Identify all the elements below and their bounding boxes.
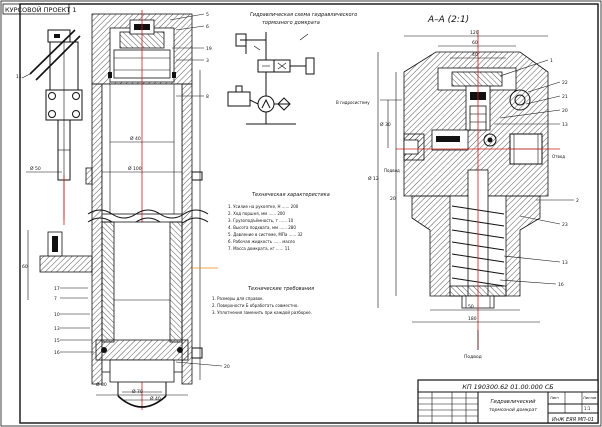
- tech-note-2: 3. Уплотнения заменить при каждой разбор…: [212, 310, 312, 315]
- callout-left-1: 5: [206, 12, 209, 18]
- tech-req-line-1: 2. Ход поршня, мм ...... 200: [228, 211, 285, 216]
- jack-assembly-view: Ø 40 Ø 100 Ø 70 Ø 50 Ø 40 Ø 80 60 11 5 6…: [16, 10, 230, 410]
- callout-left-11: 16: [54, 350, 60, 356]
- dim-right-7: 180: [468, 316, 477, 322]
- corner-stamp-text: КУРСОВОЙ ПРОЕКТ 1: [5, 5, 76, 14]
- tech-note-0: 1. Размеры для справок.: [212, 296, 264, 301]
- callout-left-12: 20: [224, 364, 230, 370]
- callout-left-4: 3: [206, 58, 209, 64]
- tech-req-line-6: 7. Масса домкрата, кг ...... 11: [228, 246, 290, 251]
- title-block-name-1: Гидравлический: [490, 399, 536, 405]
- dim-left-5: Ø 80: [96, 381, 107, 388]
- dim-left-1: Ø 100: [128, 165, 142, 172]
- corner-stamp: КУРСОВОЙ ПРОЕКТ 1: [2, 3, 76, 15]
- label-inlet: Подвод: [384, 168, 400, 173]
- scheme-subtitle: тормозного домкрата: [262, 20, 320, 26]
- callout-right-6: 23: [562, 222, 568, 228]
- title-block: КП 190300.62 01.00.000 СБ Гидравлический…: [417, 379, 599, 424]
- tech-req-line-0: 1. Усилие на рукоятке, Н ...... 200: [228, 204, 299, 209]
- label-outlet: Отвод: [552, 154, 565, 159]
- title-block-code: КП 190300.62 01.00.000 СБ: [462, 383, 554, 391]
- section-label: А–А (2:1): [427, 15, 469, 25]
- tech-req-title: Техническая характеристика: [252, 192, 330, 198]
- dim-left-6: 60: [22, 264, 28, 270]
- scheme-title: Гидравлическая схема гидравлического: [250, 12, 357, 18]
- callout-right-5: 2: [576, 198, 579, 204]
- dim-left-4: Ø 40: [150, 395, 161, 402]
- dim-left-0: Ø 40: [130, 135, 141, 142]
- callout-right-7: 13: [562, 260, 568, 266]
- title-block-group: ИнЖ ЕЯЯ МП-01: [552, 417, 594, 423]
- hydraulic-scheme: Гидравлическая схема гидравлического тор…: [227, 12, 357, 125]
- title-block-sheet: Лист: [550, 396, 559, 400]
- callout-left-2: 6: [206, 24, 209, 30]
- inner-frame: [19, 3, 599, 424]
- callout-left-8: 10: [54, 312, 60, 318]
- tech-req-line-3: 4. Высота подхвата, мм ...... 280: [228, 225, 296, 230]
- callout-right-4: 13: [562, 122, 568, 128]
- callout-left-5: 8: [206, 94, 209, 100]
- callout-left-3: 19: [206, 46, 212, 52]
- callout-right-1: 22: [562, 80, 568, 86]
- dim-left-2: Ø 70: [132, 388, 143, 395]
- tech-req-line-4: 5. Давление в системе, МПа ...... 32: [228, 232, 303, 237]
- label-bottom: Подвод: [464, 354, 482, 360]
- dim-right-4: 20: [390, 196, 396, 202]
- callout-right-0: 1: [550, 58, 553, 64]
- callout-left-10: 15: [54, 338, 60, 344]
- dim-left-3: Ø 50: [30, 165, 41, 172]
- title-block-sheets: Листов: [583, 396, 596, 400]
- technical-characteristics: Техническая характеристика 1. Усилие на …: [212, 192, 330, 315]
- callout-right-8: 16: [558, 282, 564, 288]
- dim-right-0: 120: [470, 30, 479, 36]
- dim-right-3: Ø 30: [380, 121, 391, 128]
- section-view-a-a: А–А (2:1): [336, 15, 579, 360]
- tech-notes-title: Технические требования: [248, 286, 314, 292]
- dim-right-2: 40: [472, 52, 478, 58]
- title-block-name-2: тормозной домкрат: [489, 407, 537, 413]
- tech-req-line-2: 3. Грузоподъёмность, т ...... 10: [228, 218, 294, 223]
- dim-right-1: 60: [472, 40, 478, 46]
- callout-right-3: 20: [562, 108, 568, 114]
- title-block-scale: 1:1: [584, 406, 591, 411]
- callout-left-9: 13: [54, 326, 60, 332]
- dim-right-5: Ø 12: [368, 175, 379, 182]
- tech-req-line-5: 6. Рабочая жидкость ...... масло: [228, 239, 295, 244]
- callout-left-6: 17: [54, 286, 60, 292]
- callout-right-2: 21: [562, 94, 568, 100]
- label-to-system: В гидросистему: [336, 100, 370, 105]
- callout-left-7: 7: [54, 296, 57, 302]
- dim-right-6: 50: [468, 304, 474, 310]
- tech-note-1: 2. Поверхности Б обработать совместно.: [212, 303, 299, 308]
- callout-left-0: 11: [16, 74, 22, 80]
